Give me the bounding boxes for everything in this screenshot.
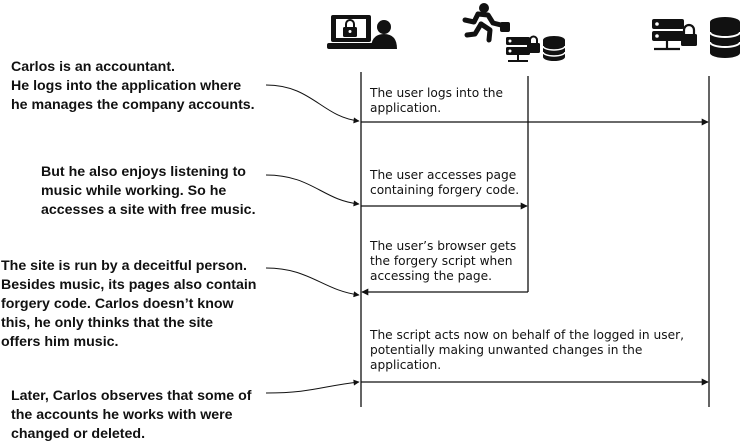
callout-connector-1 — [265, 84, 360, 124]
message-label-login: The user logs into the application. — [370, 86, 504, 115]
laptop-lock-user-icon — [327, 15, 397, 49]
thief-server-database-icon — [462, 3, 566, 62]
callout-connector-4 — [265, 379, 360, 394]
callout-connector-3 — [265, 267, 360, 298]
note-music-site: But he also enjoys listening to music wh… — [41, 164, 256, 218]
note-accounts-changed: Later, Carlos observes that some of the … — [11, 388, 252, 442]
server-lock-database-icon — [652, 17, 741, 58]
message-label-forged-request: The script acts now on behalf of the log… — [370, 328, 684, 372]
note-deceitful-site: The site is run by a deceitful person. B… — [1, 258, 257, 350]
note-carlos-logs-in: Carlos is an accountant. He logs into th… — [11, 59, 255, 113]
callout-connector-2 — [265, 174, 360, 207]
message-label-access-page: The user accesses page containing forger… — [370, 168, 520, 197]
message-label-get-script: The user’s browser gets the forgery scri… — [370, 239, 517, 283]
